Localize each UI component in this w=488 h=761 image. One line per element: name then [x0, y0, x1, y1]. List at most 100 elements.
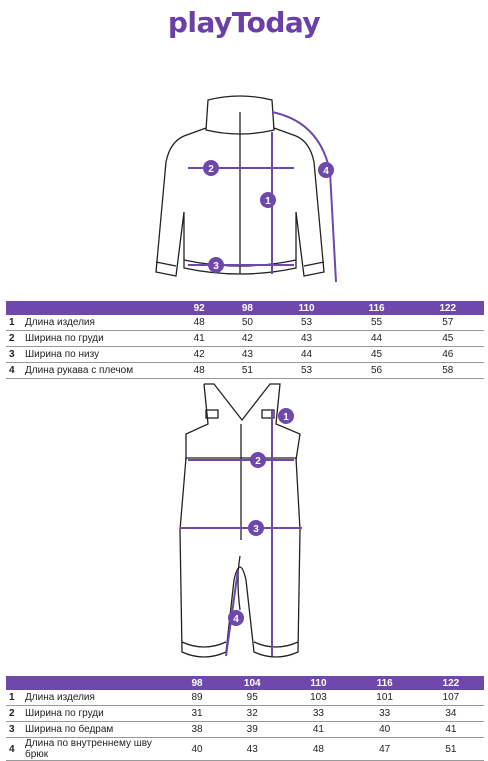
table-cell: Длина рукава с плечом: [25, 362, 175, 379]
marker-3-label: 3: [213, 261, 219, 272]
table-cell: Ширина по бедрам: [25, 721, 175, 738]
marker-4: [318, 162, 334, 178]
table-cell: 33: [351, 705, 418, 722]
marker-3: [208, 257, 224, 273]
marker-3-label: 3: [253, 524, 259, 535]
marker-4-label: 4: [233, 614, 239, 625]
table-cell: 45: [341, 346, 412, 363]
table-cell: Ширина по груди: [25, 330, 175, 347]
size-col: 116: [351, 676, 418, 690]
table-cell: 95: [219, 690, 286, 706]
size-col: 122: [411, 301, 484, 315]
table-cell: 42: [175, 346, 224, 363]
table-cell: 50: [223, 315, 272, 331]
table-cell: 34: [417, 705, 484, 722]
size-col: 104: [219, 676, 286, 690]
pants-straps: [185, 383, 301, 461]
size-col: 122: [417, 676, 484, 690]
table-cell: [25, 676, 175, 690]
table-cell: 1: [6, 690, 25, 706]
table-cell: 41: [417, 721, 484, 738]
table-cell: [6, 301, 25, 315]
size-col: 110: [271, 301, 342, 315]
table-cell: 41: [285, 721, 352, 738]
table-cell: 43: [223, 346, 272, 363]
brand-logo: playToday: [167, 6, 321, 39]
table-cell: Длина по внутреннему шву брюк: [25, 737, 175, 761]
table-cell: 101: [351, 690, 418, 706]
table-cell: 103: [285, 690, 352, 706]
strap-buckle-left: [205, 409, 219, 419]
table-cell: 2: [6, 330, 25, 347]
table-cell: 51: [223, 362, 272, 379]
marker-3: [248, 520, 264, 536]
table-cell: 55: [341, 315, 412, 331]
measure-line-sleeve: [271, 111, 337, 283]
table-cell: 32: [219, 705, 286, 722]
table-cell: 43: [271, 330, 342, 347]
table-cell: 48: [175, 362, 224, 379]
table-cell: 3: [6, 346, 25, 363]
table-cell: 39: [219, 721, 286, 738]
marker-4: [228, 610, 244, 626]
table-cell: 57: [411, 315, 484, 331]
table-cell: [6, 676, 25, 690]
table-cell: 33: [285, 705, 352, 722]
table-cell: 40: [175, 737, 220, 761]
table-cell: 53: [271, 362, 342, 379]
table-cell: 4: [6, 362, 25, 379]
pants-cuffs: [181, 641, 299, 648]
size-col: 92: [175, 301, 224, 315]
table-cell: 4: [6, 737, 25, 761]
table-cell: 45: [411, 330, 484, 347]
table-cell: 53: [271, 315, 342, 331]
table-cell: 46: [411, 346, 484, 363]
marker-1-label: 1: [283, 412, 289, 423]
table-cell: 40: [351, 721, 418, 738]
pants-size-header: 98 104 110 116 122: [6, 676, 484, 690]
pants-inseam: [237, 555, 241, 611]
table-cell: 107: [417, 690, 484, 706]
table-cell: [25, 301, 175, 315]
marker-1: [260, 192, 276, 208]
jacket-illustration: 1 2 3 4: [155, 95, 337, 283]
table-cell: 51: [417, 737, 484, 761]
table-cell: 41: [175, 330, 224, 347]
marker-2-label: 2: [255, 456, 261, 467]
table-cell: 89: [175, 690, 220, 706]
table-cell: Длина изделия: [25, 690, 175, 706]
marker-1-label: 1: [265, 196, 271, 207]
table-cell: 44: [271, 346, 342, 363]
strap-buckle-right: [261, 409, 275, 419]
table-cell: 48: [285, 737, 352, 761]
table-cell: Ширина по груди: [25, 705, 175, 722]
table-cell: 43: [219, 737, 286, 761]
table-cell: 44: [341, 330, 412, 347]
marker-4-label: 4: [323, 166, 329, 177]
table-cell: 38: [175, 721, 220, 738]
table-cell: 56: [341, 362, 412, 379]
table-cell: 3: [6, 721, 25, 738]
marker-1: [278, 408, 294, 424]
table-cell: Длина изделия: [25, 315, 175, 331]
table-cell: 42: [223, 330, 272, 347]
table-cell: 47: [351, 737, 418, 761]
table-cell: 2: [6, 705, 25, 722]
table-cell: 48: [175, 315, 224, 331]
marker-2-label: 2: [208, 164, 214, 175]
size-col: 116: [341, 301, 412, 315]
marker-2: [250, 452, 266, 468]
pants-body: [179, 457, 301, 658]
jacket-collar: [205, 95, 275, 135]
size-col: 98: [223, 301, 272, 315]
